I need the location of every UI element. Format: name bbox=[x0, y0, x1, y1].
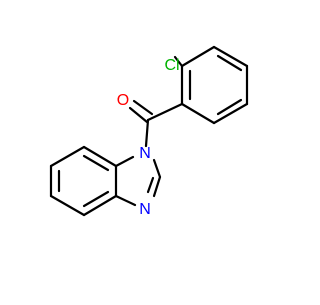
structure-diagram: Cl O N N bbox=[49, 45, 249, 218]
bond-ring-b-inner-2 bbox=[216, 54, 243, 72]
bond-ring-b-3 bbox=[212, 45, 249, 68]
bond-carbonyl-n1 bbox=[144, 118, 150, 148]
bond-c2-n3-double bbox=[146, 176, 155, 194]
nitrogen-1-label: N bbox=[139, 145, 151, 162]
atom-labels: Cl O N N bbox=[117, 57, 180, 218]
bond-ring-c-inner-1 bbox=[82, 154, 110, 172]
bond-ring-b-5 bbox=[212, 102, 249, 125]
bond-aryl-chlorine bbox=[173, 55, 184, 68]
bond-n1-c2 bbox=[152, 158, 162, 179]
molecule-svg: Cl O N N bbox=[49, 45, 249, 218]
bond-ring-c-inner-3 bbox=[82, 190, 110, 208]
bond-carbonyl-aryl bbox=[146, 102, 184, 122]
bond-c2-n3 bbox=[152, 175, 162, 198]
bonds bbox=[49, 45, 249, 217]
oxygen-label: O bbox=[117, 92, 129, 109]
bond-carbonyl-oxygen-1 bbox=[128, 106, 149, 124]
bond-n3-c3a bbox=[114, 194, 137, 207]
bond-ring-c-1 bbox=[82, 145, 118, 168]
bond-carbonyl-oxygen-2 bbox=[132, 99, 154, 116]
bond-ring-c-2 bbox=[49, 145, 86, 168]
nitrogen-3-label: N bbox=[139, 201, 151, 218]
bond-ring-c-4 bbox=[49, 194, 86, 217]
bond-n1-c7a bbox=[114, 155, 135, 168]
bond-ring-b-6 bbox=[180, 102, 216, 125]
bond-ring-c-5 bbox=[82, 194, 118, 217]
chlorine-label: Cl bbox=[164, 57, 179, 74]
bond-ring-b-2 bbox=[180, 45, 216, 68]
bond-ring-b-inner-3 bbox=[216, 98, 243, 116]
